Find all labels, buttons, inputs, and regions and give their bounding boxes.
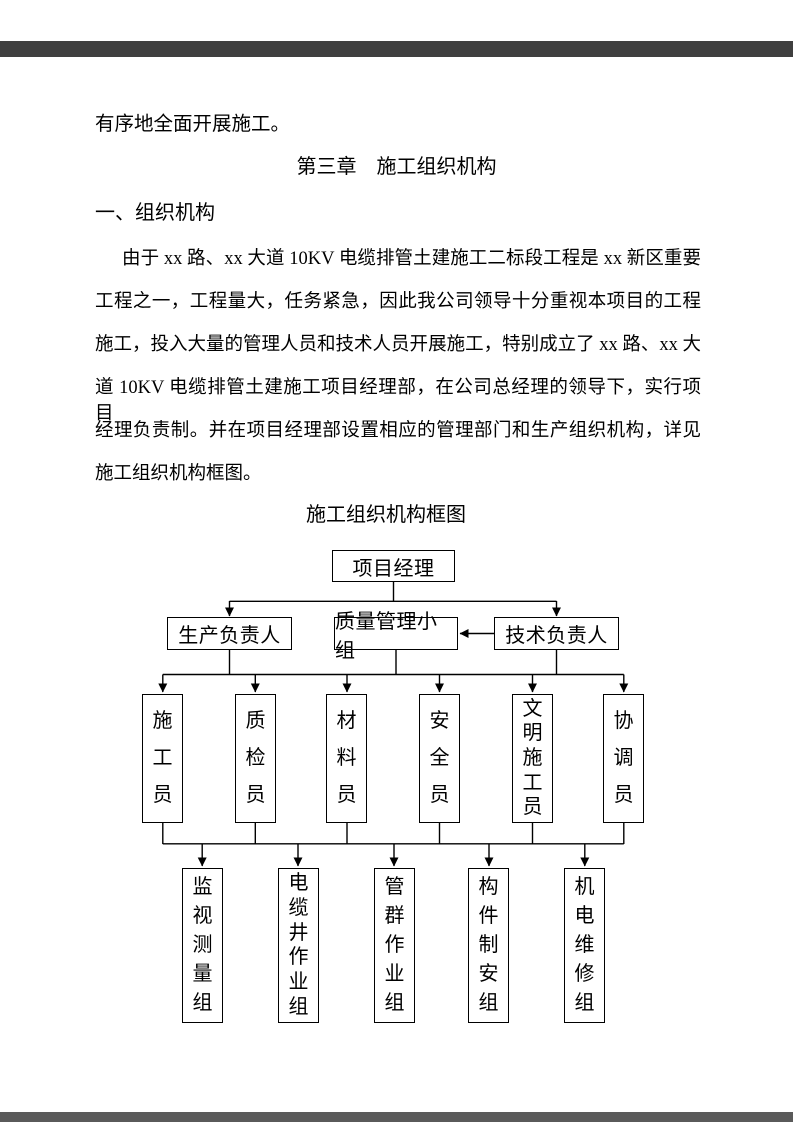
org-box-civilized-construction-officer: 文明施工员 [512,694,553,823]
paragraph-line: 道 10KV 电缆排管土建施工项目经理部，在公司总经理的领导下，实行项目 [95,378,701,424]
org-box-component-fabrication-install-team: 构件制安组 [468,868,509,1023]
paragraph-line: 经理负责制。并在项目经理部设置相应的管理部门和生产组织机构，详见 [95,421,701,441]
paragraph-line: 由于 xx 路、xx 大道 10KV 电缆排管土建施工二标段工程是 xx 新区重… [122,249,701,269]
org-box-coordinator: 协调员 [603,694,644,823]
org-box-project-manager: 项目经理 [332,550,455,582]
org-box-material-clerk: 材料员 [326,694,367,823]
page-top-scan-bar [0,41,793,57]
paragraph-line: 工程之一，工程量大，任务紧急，因此我公司领导十分重视本项目的工程 [95,292,701,312]
level3-to-level4-connectors [162,823,625,867]
diagram-caption: 施工组织机构框图 [306,504,466,526]
org-box-pipe-group-work-team: 管群作业组 [374,868,415,1023]
paragraph-line: 施工组织机构框图。 [95,464,262,484]
org-box-safety-officer: 安全员 [419,694,460,823]
org-box-quality-inspector: 质检员 [235,694,276,823]
org-box-cable-well-work-team: 电缆井作业组 [278,868,319,1023]
intro-text: 有序地全面开展施工。 [95,114,291,135]
org-box-electromechanical-maintenance-team: 机电维修组 [564,868,605,1023]
org-box-production-leader: 生产负责人 [167,617,292,650]
chapter-heading: 第三章 施工组织机构 [296,156,497,178]
section-heading: 一、组织机构 [95,202,215,224]
org-box-technical-leader: 技术负责人 [494,617,619,650]
org-box-construction-worker: 施工员 [142,694,183,823]
org-box-quality-management-team: 质量管理小组 [334,611,458,662]
paragraph-line: 施工，投入大量的管理人员和技术人员开展施工，特别成立了 xx 路、xx 大 [95,335,701,355]
page-bottom-scan-bar [0,1112,793,1122]
org-box-monitoring-survey-team: 监视测量组 [182,868,223,1023]
